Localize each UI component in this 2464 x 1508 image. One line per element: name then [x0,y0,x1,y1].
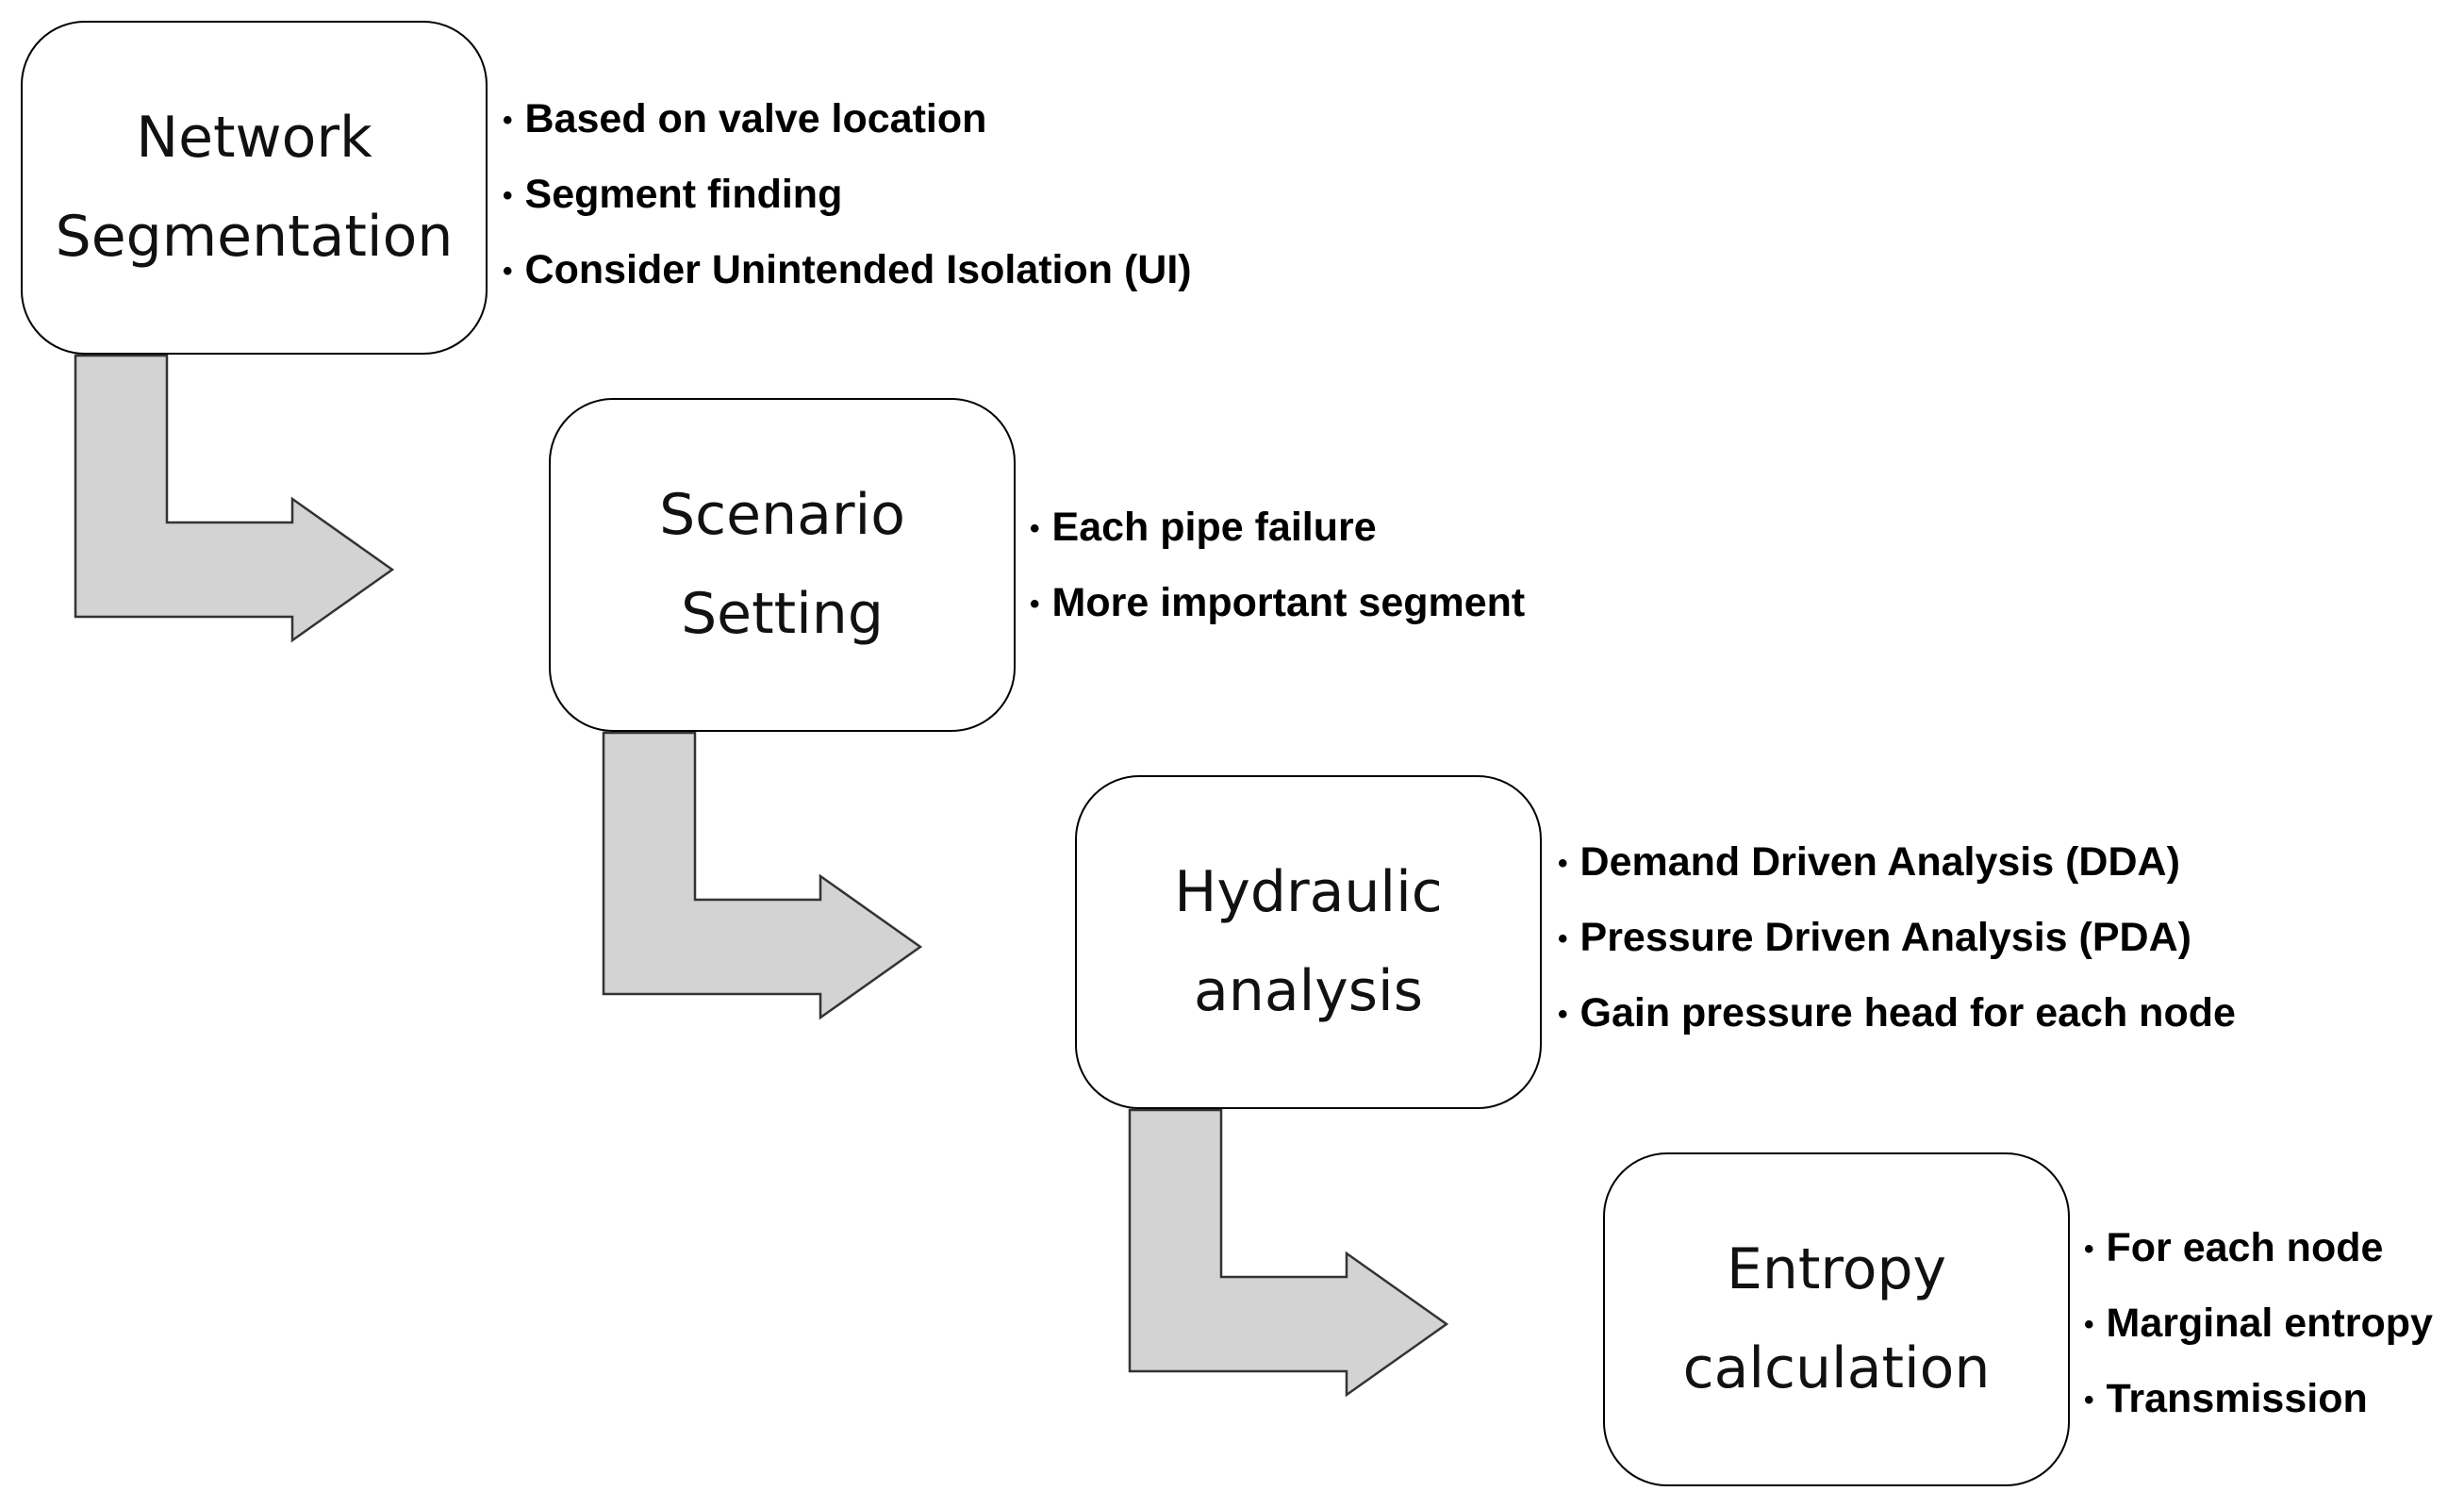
step-title-line: Setting [681,581,884,647]
bullet-item: • Pressure Driven Analysis (PDA) [1558,900,2236,975]
step-network-segmentation-box: Network Segmentation [21,21,488,355]
bullet-item: • Each pipe failure [1030,489,1525,565]
bullet-dot: • [503,105,513,136]
step-title-line: Hydraulic [1174,859,1443,925]
bullet-text: Gain pressure head for each node [1579,989,2236,1036]
bullet-item: • Marginal entropy [2084,1285,2433,1361]
bent-arrow-3-to-4 [1128,1108,1449,1398]
bullet-text: Each pipe failure [1051,504,1377,550]
bullet-item: • Consider Unintended Isolation (UI) [503,232,1192,307]
step-title-line: Entropy [1726,1236,1947,1302]
bullet-dot: • [2084,1309,2094,1340]
bent-arrow-2-to-3 [602,731,923,1020]
step-title-line: Network [136,105,372,171]
bullet-dot: • [503,180,513,211]
bullet-dot: • [503,256,513,287]
bullet-item: • Gain pressure head for each node [1558,975,2236,1051]
step-title-line: analysis [1194,958,1423,1024]
bullet-dot: • [1558,848,1568,879]
bullet-item: • Based on valve location [503,81,1192,157]
bullet-item: • More important segment [1030,565,1525,640]
bullet-item: • Segment finding [503,157,1192,232]
bullet-text: Marginal entropy [2106,1300,2433,1346]
bullet-dot: • [1030,513,1040,544]
bullet-text: Consider Unintended Isolation (UI) [524,246,1192,292]
bullet-text: Based on valve location [524,95,987,141]
bullet-text: For each node [2106,1224,2384,1270]
step-entropy-calculation-box: Entropy calculation [1603,1152,2070,1486]
bullet-item: • Demand Driven Analysis (DDA) [1558,824,2236,900]
step-title-line: Scenario [659,482,905,548]
bullet-dot: • [2084,1384,2094,1416]
bent-arrow-1-to-2 [74,354,395,643]
bullet-item: • For each node [2084,1210,2433,1285]
bullet-dot: • [1558,923,1568,954]
step-scenario-setting-box: Scenario Setting [549,398,1016,732]
bullet-text: Segment finding [524,171,843,217]
bullet-text: Demand Driven Analysis (DDA) [1579,838,2180,885]
step-network-segmentation-bullets: • Based on valve location • Segment findin… [503,81,1192,307]
bullet-text: More important segment [1051,579,1526,625]
step-title-line: calculation [1682,1335,1991,1401]
step-hydraulic-analysis-bullets: • Demand Driven Analysis (DDA) • Pressure … [1558,824,2236,1051]
bullet-dot: • [2084,1234,2094,1265]
bullet-dot: • [1030,588,1040,620]
bullet-item: • Transmission [2084,1361,2433,1436]
bullet-text: Pressure Driven Analysis (PDA) [1579,914,2191,960]
step-hydraulic-analysis-box: Hydraulic analysis [1075,775,1542,1109]
step-entropy-calculation-bullets: • For each node • Marginal entropy • Transm… [2084,1210,2433,1436]
bullet-text: Transmission [2106,1375,2368,1421]
bullet-dot: • [1558,999,1568,1030]
step-title-line: Segmentation [55,204,454,270]
step-scenario-setting-bullets: • Each pipe failure • More important segme… [1030,489,1525,640]
